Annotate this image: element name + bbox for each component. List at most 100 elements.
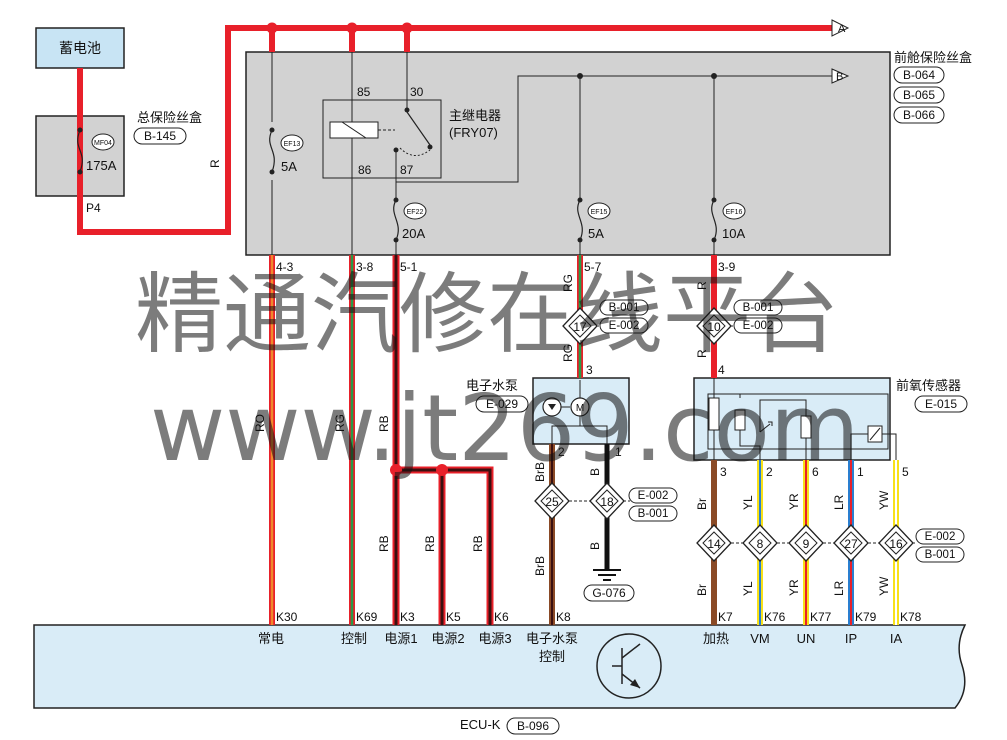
junction-number: 16 (889, 537, 903, 551)
box-pin: 3-9 (718, 260, 736, 274)
watermark-title: 精通汽修在线平台 (135, 263, 839, 366)
pump-code: E-029 (486, 397, 518, 411)
junction-10 (696, 307, 732, 345)
box-pin: 4-3 (276, 260, 294, 274)
wire-color-label: RB (471, 535, 485, 552)
fuse-symbol-ef22 (393, 199, 399, 241)
junction-number: 18 (600, 495, 614, 509)
ecu-label: UN (797, 631, 816, 646)
pump-title: 电子水泵 (466, 378, 518, 393)
relay-dashed-arc (399, 147, 431, 156)
fuse-symbol-ef16 (711, 199, 717, 241)
ground-code: G-076 (592, 586, 626, 600)
o2-pin: 4 (718, 363, 725, 377)
ecu-pin: K76 (764, 610, 786, 624)
relay-switch (406, 111, 431, 146)
wire-color-label: LR (832, 580, 846, 596)
ecu-box (33, 624, 967, 709)
ecu-pin: K79 (855, 610, 877, 624)
ecu-pin: K77 (810, 610, 832, 624)
pump-code-badge (475, 395, 529, 413)
junction-number: 27 (844, 537, 858, 551)
ecu-label: 加热 (703, 631, 729, 646)
junction-16 (878, 524, 914, 562)
main-fuse-box-title: 总保险丝盒 (137, 110, 202, 125)
main-fuse-box-code-badge (133, 127, 187, 145)
fuse-rating-ef16: 10A (722, 226, 745, 241)
relay-contact-87 (393, 147, 399, 153)
junction-25 (534, 482, 570, 520)
fuse-badge-ef13 (280, 134, 304, 152)
splice-dot (436, 464, 448, 476)
splice-dot (346, 22, 358, 34)
connector-b-arrow (831, 68, 850, 84)
ecu-label: 电源2 (431, 631, 464, 646)
pump-pin: 1 (615, 445, 622, 459)
fuse-id-ef13: EF13 (284, 141, 301, 148)
splice-dot (401, 22, 413, 34)
splice-dot (266, 22, 278, 34)
o2-pin: 1 (857, 465, 864, 479)
main-fuse-box-code: B-145 (144, 129, 176, 143)
wire-color-r-supply: R (208, 159, 222, 168)
wire-supply-main (77, 25, 832, 235)
junction-18 (589, 482, 625, 520)
fuse-rating-ef13: 5A (281, 159, 297, 174)
ecu-pin: K8 (556, 610, 571, 624)
pump-internal-wires (551, 380, 608, 444)
wire-color-label: R (695, 349, 709, 358)
wire-color-label: RG (333, 414, 347, 432)
junction-8 (742, 524, 778, 562)
fuse-badge-ef16 (722, 202, 746, 220)
relay-title: 主继电器 (449, 108, 501, 123)
relay-contact (427, 144, 433, 150)
junction-code: E-002 (925, 531, 956, 543)
front-fuse-box-code-badge (893, 106, 945, 124)
junction-number: 25 (545, 495, 559, 509)
wire-color-label: RB (377, 535, 391, 552)
ecu-title: ECU-K (460, 717, 501, 732)
watermark-url: www.jt269.com (150, 375, 860, 482)
junction-number: 17 (573, 320, 587, 334)
wire-color-label: Br (695, 498, 709, 510)
ecu-code-badge (506, 717, 560, 735)
junction-code: E-002 (638, 490, 669, 502)
wire-color-label: RG (561, 344, 575, 362)
ecu-label: 控制 (539, 649, 565, 664)
wire-supply-drops (269, 28, 410, 52)
junction-number: 10 (707, 320, 721, 334)
box-pin: 5-1 (400, 260, 418, 274)
o2-sensor-box (693, 377, 891, 461)
battery-box (35, 27, 125, 69)
junction-code: E-002 (609, 320, 640, 332)
front-fuse-box-code: B-065 (903, 88, 935, 102)
fuse-id-mf04: MF04 (94, 140, 112, 147)
junction-number: 8 (757, 537, 764, 551)
wire-color-label: YR (787, 493, 801, 510)
wire-color-label: B (588, 468, 602, 476)
fuse-badge-mf04 (91, 133, 115, 151)
ecu-label: 电子水泵 (526, 631, 578, 646)
relay-contact-30 (404, 107, 410, 113)
connector-a-arrow (831, 19, 850, 37)
front-fuse-box-code-badge (893, 86, 945, 104)
o2-pin: 2 (766, 465, 773, 479)
pump-pin: 3 (586, 363, 593, 377)
main-fuse-pin: P4 (86, 201, 101, 215)
ecu-label: 电源1 (384, 631, 417, 646)
o2-sensor-code: E-015 (925, 397, 957, 411)
fuse-rating-ef22: 20A (402, 226, 425, 241)
wire-color-label: B (588, 542, 602, 550)
wire-color-label: YW (877, 490, 891, 510)
box-pin: 5-7 (584, 260, 602, 274)
fuse-symbol-mf04 (77, 129, 83, 173)
splice-dot (577, 73, 583, 79)
junction-code: B-001 (743, 302, 774, 314)
ecu-pin: K5 (446, 610, 461, 624)
o2-pin: 5 (902, 465, 909, 479)
splice-dot (711, 73, 717, 79)
junction-code: B-001 (925, 549, 956, 561)
fuse-symbol-ef15 (577, 199, 583, 241)
front-fuse-box-code-badge (893, 66, 945, 84)
